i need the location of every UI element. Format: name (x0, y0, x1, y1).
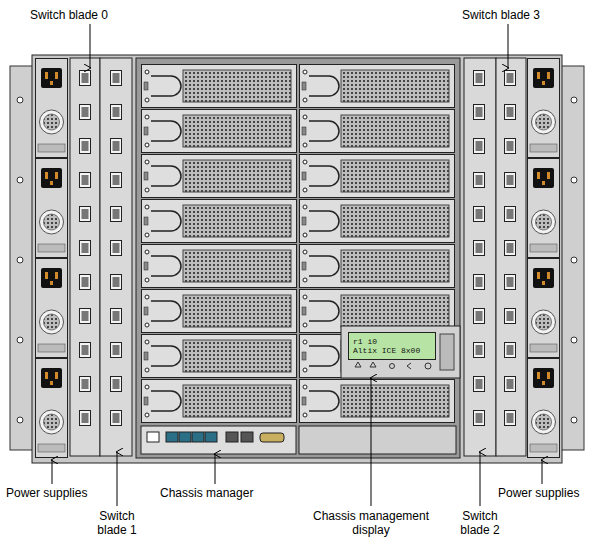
callout-label: Power supplies (498, 486, 594, 500)
callout-label: Chassis manager (160, 486, 280, 500)
callout-label: Switch blade 3 (462, 8, 582, 22)
lcd-screen: r1 i0Altix ICE 8x00 (348, 332, 436, 360)
callout-label: Switch blade 0 (30, 8, 150, 22)
callout-label: Chassis management display (301, 509, 441, 537)
callout-label: Switch blade 1 (87, 509, 147, 537)
callout-label: Power supplies (6, 486, 106, 500)
lcd-text: r1 i0 (353, 337, 431, 346)
lcd-text: Altix ICE 8x00 (353, 346, 431, 355)
callout-label: Switch blade 2 (450, 509, 510, 537)
